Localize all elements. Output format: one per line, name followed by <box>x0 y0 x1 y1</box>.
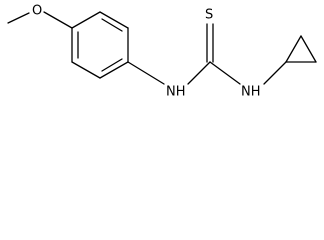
ring-bond-5 <box>71 61 101 79</box>
chemical-structure-drawing: O NH S NH <box>7 4 317 100</box>
cyclopropyl-ring <box>285 35 317 63</box>
nh-left-label: NH <box>166 85 186 100</box>
ring-double-bond-1 <box>101 18 123 32</box>
methoxy-oxygen-label: O <box>32 4 42 19</box>
cyclopropyl-bond-1 <box>285 35 302 63</box>
benzene-ring <box>71 11 129 79</box>
bond-nh-right-cyclopropyl <box>263 61 287 85</box>
ring-bond-1 <box>71 11 101 29</box>
ring-bond-2 <box>99 11 129 29</box>
bond-nh-left-carbon <box>187 61 211 85</box>
sulfur-label: S <box>205 8 213 23</box>
bond-carbon-nh-right <box>209 61 241 85</box>
bond-methyl-oxygen <box>7 12 30 24</box>
nh-right-label: NH <box>241 85 261 100</box>
bond-oxygen-ring <box>43 11 73 29</box>
bond-ring-nh-left <box>127 61 165 85</box>
ring-double-bond-2 <box>101 58 123 72</box>
cyclopropyl-bond-2 <box>300 35 317 63</box>
ring-bond-4 <box>99 61 129 79</box>
